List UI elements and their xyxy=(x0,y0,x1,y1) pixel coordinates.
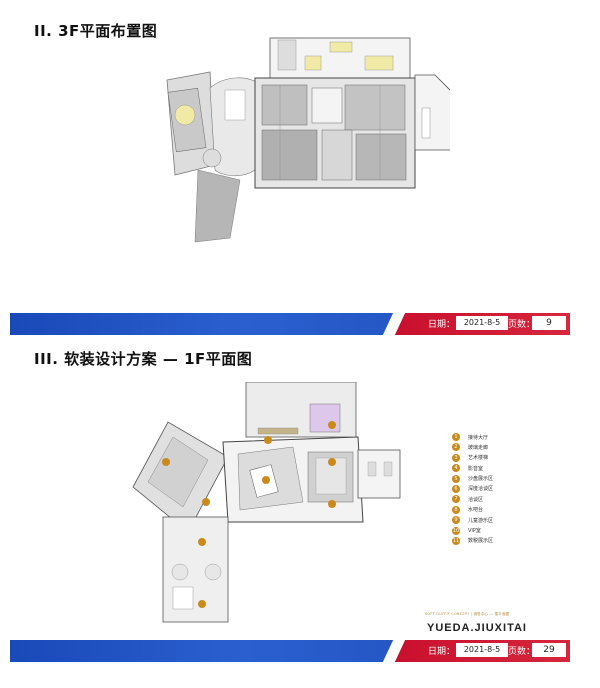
page-number: 29 xyxy=(532,643,566,657)
brand-tagline: SOFT OUTFIT CONCEPT | 销售中心 — 楼平面图 xyxy=(425,612,510,616)
footer-bar: 日期： 2021-8-5 页数： 9 xyxy=(10,313,570,335)
floor-plan-1f xyxy=(132,382,401,623)
page-number: 9 xyxy=(532,316,566,330)
page-label: 页数： xyxy=(508,320,536,330)
brand-logo-text: YUEDA.JIUXITAI xyxy=(427,622,527,634)
date-label: 日期： xyxy=(428,320,456,330)
slide-title: III. 软装设计方案 — 1F平面图 xyxy=(34,350,253,368)
page-label: 页数： xyxy=(508,647,536,657)
floor-plan-3f xyxy=(166,37,450,243)
slide-3f-layout: II. 3F平面布置图 日期： 2021 xyxy=(10,22,570,335)
slide-title: II. 3F平面布置图 xyxy=(34,22,158,40)
date-value: 2021-8-5 xyxy=(456,643,508,657)
footer-bar: 日期： 2021-8-5 页数： 29 xyxy=(10,640,570,662)
date-label: 日期： xyxy=(428,647,456,657)
date-value: 2021-8-5 xyxy=(456,316,508,330)
